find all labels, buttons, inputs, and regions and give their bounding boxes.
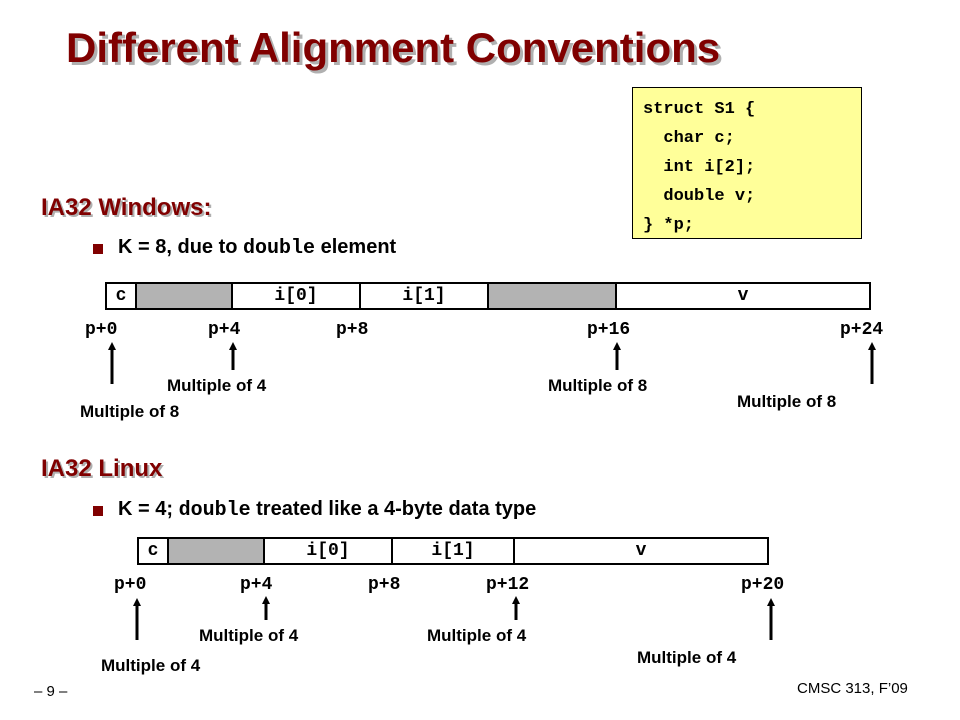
alignment-note: Multiple of 8 xyxy=(80,402,180,421)
cell-i1: i[1] xyxy=(361,284,489,308)
alignment-note: Multiple of 4 xyxy=(427,626,527,645)
cell-padding xyxy=(137,284,233,308)
offset-label: p+4 xyxy=(208,320,241,340)
page-number: – 9 – xyxy=(34,683,68,700)
offset-label: p+24 xyxy=(840,320,884,340)
offset-label: p+0 xyxy=(114,575,147,595)
cell-v: v xyxy=(617,284,869,308)
struct-code-box: struct S1 { char c; int i[2]; double v; … xyxy=(632,87,862,239)
linux-bullet: K = 4; double treated like a 4-byte data… xyxy=(93,498,537,522)
course-label: CMSC 313, F’09 xyxy=(797,680,908,697)
cell-c: c xyxy=(107,284,137,308)
code-line: char c; xyxy=(643,129,735,148)
alignment-note: Multiple of 8 xyxy=(737,392,837,411)
alignment-note: Multiple of 4 xyxy=(199,626,299,645)
offset-label: p+20 xyxy=(741,575,785,595)
offset-label: p+8 xyxy=(368,575,401,595)
cell-c: c xyxy=(139,539,169,563)
windows-bullet-code: double xyxy=(243,237,316,260)
windows-heading: IA32 Windows: xyxy=(41,194,212,221)
cell-i1: i[1] xyxy=(393,539,515,563)
code-line: double v; xyxy=(643,187,756,206)
cell-i0: i[0] xyxy=(265,539,393,563)
code-line: struct S1 { xyxy=(643,100,756,119)
cell-padding xyxy=(169,539,265,563)
windows-bullet-post: element xyxy=(315,236,397,258)
cell-i0: i[0] xyxy=(233,284,361,308)
offset-label: p+4 xyxy=(240,575,273,595)
cell-v: v xyxy=(515,539,767,563)
bullet-square-icon xyxy=(93,506,103,516)
alignment-note: Multiple of 4 xyxy=(101,656,201,675)
offset-label: p+16 xyxy=(587,320,631,340)
windows-bullet-pre: K = 8, due to xyxy=(118,236,244,258)
linux-bullet-pre: K = 4; xyxy=(118,498,179,520)
windows-memory-layout: c i[0] i[1] v xyxy=(105,282,871,310)
code-line: int i[2]; xyxy=(643,158,756,177)
linux-memory-layout: c i[0] i[1] v xyxy=(137,537,769,565)
alignment-note: Multiple of 4 xyxy=(637,648,737,667)
windows-bullet: K = 8, due to double element xyxy=(93,236,397,260)
offset-label: p+8 xyxy=(336,320,369,340)
linux-heading: IA32 Linux xyxy=(41,455,163,482)
linux-bullet-code: double xyxy=(178,499,251,522)
offset-label: p+12 xyxy=(486,575,530,595)
code-line: } *p; xyxy=(643,216,695,235)
alignment-note: Multiple of 8 xyxy=(548,376,648,395)
offset-label: p+0 xyxy=(85,320,118,340)
alignment-note: Multiple of 4 xyxy=(167,376,267,395)
cell-padding xyxy=(489,284,617,308)
bullet-square-icon xyxy=(93,244,103,254)
slide-title: Different Alignment Conventions xyxy=(66,24,721,71)
linux-bullet-post: treated like a 4-byte data type xyxy=(250,498,537,520)
